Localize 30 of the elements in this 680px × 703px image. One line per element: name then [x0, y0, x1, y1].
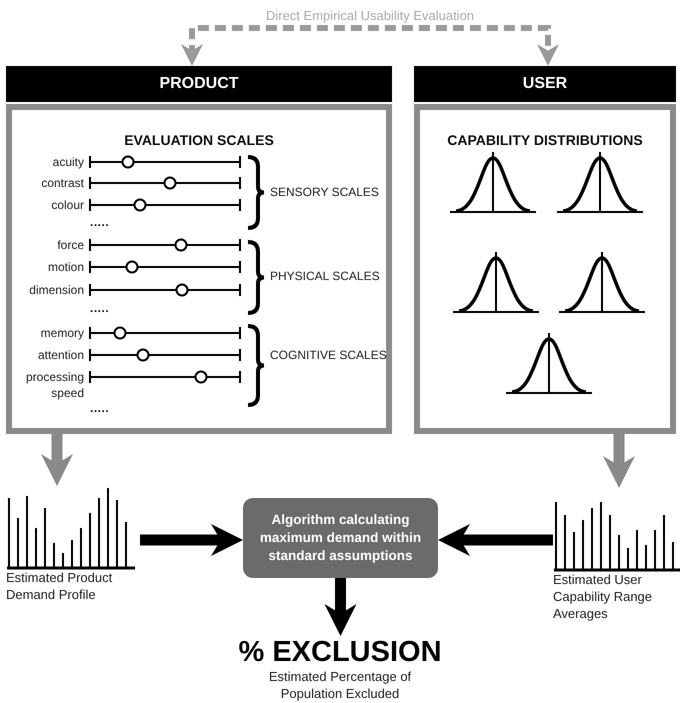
- scale-group-label: SENSORY SCALES: [270, 184, 379, 200]
- arrow: [603, 434, 635, 488]
- scale-group-label: PHYSICAL SCALES: [270, 268, 380, 284]
- scale-label: memory: [40, 325, 84, 341]
- process-box: Algorithm calculating maximum demand within standard assumptions: [243, 498, 438, 578]
- panel-title: EVALUATION SCALES: [123, 132, 275, 148]
- chart-caption: Estimated Product Demand Profile: [6, 570, 114, 604]
- scale-label: dimension: [28, 282, 84, 298]
- chart-caption: Estimated User Capability Range Averages: [553, 572, 654, 623]
- arrow: [41, 434, 73, 486]
- scale-label: processing speed: [24, 369, 84, 401]
- arrow: [181, 25, 559, 66]
- scale-label: force: [56, 237, 84, 253]
- panel-header: PRODUCT: [6, 66, 392, 102]
- panel-header: USER: [414, 66, 676, 102]
- arrow: [324, 578, 356, 636]
- panel-title: CAPABILITY DISTRIBUTIONS: [446, 132, 644, 148]
- scale-label: attention: [36, 347, 84, 363]
- arrow: [140, 524, 243, 556]
- scale-label: motion: [46, 259, 84, 275]
- result-description: Estimated Percentage of Population Excluded: [268, 669, 412, 703]
- scale-label: contrast: [40, 175, 84, 191]
- result-heading: % EXCLUSION: [237, 636, 443, 669]
- ellipsis-mark: .....: [90, 302, 110, 314]
- ellipsis-mark: .....: [90, 402, 110, 414]
- scale-group-label: COGNITIVE SCALES: [270, 347, 387, 363]
- scale-label: colour: [50, 197, 84, 213]
- ellipsis-mark: .....: [90, 216, 110, 228]
- arrow: [438, 524, 553, 556]
- scale-label: acuity: [52, 154, 84, 170]
